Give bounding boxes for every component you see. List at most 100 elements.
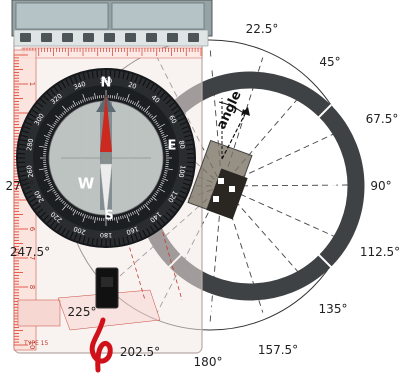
dial-tick	[58, 115, 62, 119]
dial-tick	[153, 118, 156, 122]
dial-tick	[82, 213, 84, 217]
dial-tick	[44, 142, 48, 144]
dial-tick	[49, 130, 53, 133]
deg-90: 90°	[370, 179, 391, 193]
dial-tick	[139, 207, 142, 211]
knurl-ridge	[130, 74, 134, 82]
hinge-tooth	[125, 33, 136, 42]
dial-tick	[165, 168, 174, 171]
dial-tick	[155, 191, 159, 194]
dial-tick	[76, 210, 79, 214]
knurl-ridge	[138, 231, 143, 239]
knurl-ridge	[37, 208, 44, 214]
dial-tick	[45, 176, 50, 178]
dial-tick	[137, 208, 140, 212]
dial-tick	[72, 209, 77, 216]
knurl-ridge	[65, 79, 70, 87]
dial-tick	[72, 104, 75, 108]
knurl-ridge	[182, 130, 190, 134]
knurl-ridge	[82, 72, 86, 80]
dial-tick	[54, 120, 58, 124]
knurl-ridge	[96, 70, 99, 78]
dial-tick	[150, 197, 154, 201]
dial-tick	[165, 145, 174, 148]
dial-tick	[120, 96, 122, 100]
knurl-ridge	[91, 70, 94, 79]
dial-tick	[44, 144, 48, 146]
deg-247-5: 247.5°	[10, 245, 50, 259]
dial-tick	[92, 96, 94, 100]
knurl-ridge	[185, 174, 193, 177]
dial-tick	[151, 115, 157, 120]
knurl-ridge	[20, 178, 28, 182]
knurl-ridge	[113, 70, 116, 78]
dial-tick	[70, 207, 73, 211]
dial-tick	[86, 214, 88, 219]
dial-tick	[160, 132, 164, 134]
knurl-ridge	[53, 223, 59, 230]
knurl-ridge	[162, 214, 169, 221]
dial-tick	[131, 101, 134, 105]
dial-tick	[43, 135, 50, 138]
dial-tick	[162, 178, 169, 181]
dial-tick	[62, 105, 68, 113]
knurl-ridge	[18, 165, 26, 168]
knurl-ridge	[175, 198, 183, 203]
knurl-ridge	[149, 83, 155, 91]
dial-tick	[68, 106, 72, 110]
deg-180: 180°	[194, 355, 223, 369]
compass-letter-w: W	[78, 175, 95, 193]
knurl-ridge	[91, 237, 94, 246]
dial-tick	[66, 108, 70, 111]
knurl-ridge	[185, 170, 194, 173]
dial-tick	[38, 168, 47, 171]
deg-22-5: 22.5°	[246, 22, 279, 36]
ring-letter-e: E	[328, 178, 338, 194]
baseplate-model-label: TYPE 15	[23, 340, 48, 347]
dial-tick	[122, 215, 124, 219]
dial-tick	[72, 208, 75, 212]
dial-tick	[90, 216, 92, 220]
hinge-tooth	[83, 33, 94, 42]
dial-tick	[130, 212, 132, 216]
ring-letter-s: S	[203, 300, 213, 316]
dial-tick	[44, 172, 48, 174]
dial-tick	[78, 211, 81, 215]
knurl-ridge	[34, 205, 41, 211]
dial-tick	[61, 200, 65, 204]
knurl-ridge	[171, 105, 178, 111]
knurl-ridge	[177, 117, 185, 122]
compass-letter-e: E	[168, 139, 177, 154]
dial-tick	[58, 197, 62, 201]
dial-tick	[122, 97, 124, 101]
dial-tick	[142, 205, 146, 208]
knurl-ridge	[118, 70, 121, 79]
knurl-ridge	[22, 130, 30, 134]
knurl-ridge	[61, 81, 66, 89]
knurl-ridge	[142, 229, 147, 237]
dial-tick	[158, 185, 162, 188]
knurl-ridge	[73, 233, 78, 241]
dial-tick	[140, 106, 144, 110]
knurl-ridge	[23, 125, 31, 130]
knurl-ridge	[65, 229, 70, 237]
knurl-ridge	[186, 148, 194, 151]
lanyard-cord	[89, 317, 113, 373]
knurl-ridge	[113, 238, 116, 246]
dial-tick	[135, 209, 140, 216]
knurl-ridge	[165, 211, 172, 218]
knurl-ridge	[22, 182, 30, 186]
dial-tick	[133, 210, 136, 214]
dial-tick	[155, 122, 159, 125]
dial-tick	[144, 105, 150, 113]
dial-tick	[49, 183, 53, 186]
dial-tick	[162, 176, 167, 178]
dial-tick	[38, 145, 47, 148]
dial-tick	[60, 199, 64, 203]
knurl-ridge	[185, 139, 193, 142]
knurl-ridge	[184, 178, 192, 182]
knurl-ridge	[29, 198, 37, 203]
dial-tick	[139, 105, 142, 109]
dial-tick	[160, 182, 164, 184]
knurl-ridge	[134, 75, 139, 83]
